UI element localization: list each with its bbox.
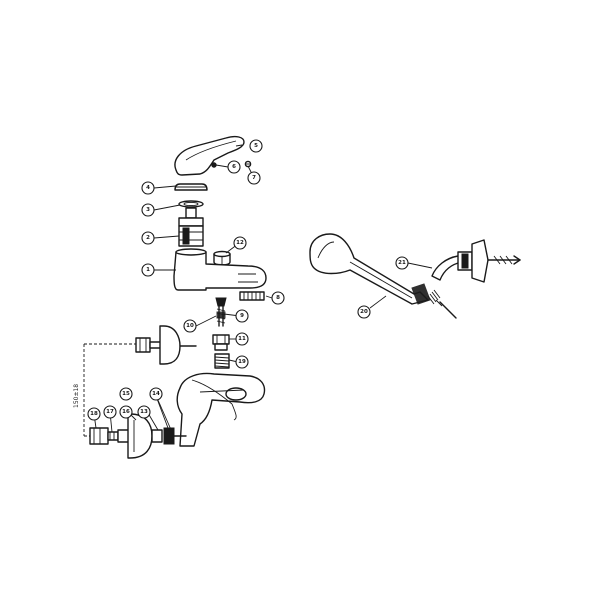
hand-shower: [309, 233, 431, 305]
svg-text:11: 11: [238, 336, 246, 342]
svg-text:12: 12: [236, 240, 244, 246]
cartridge: [178, 207, 204, 247]
callout-3: 3: [141, 203, 155, 217]
svg-text:7: 7: [252, 175, 256, 181]
svg-text:8: 8: [276, 295, 280, 301]
leader-lines-right: [369, 262, 433, 309]
svg-text:1: 1: [146, 267, 150, 273]
mixer-body: [173, 248, 267, 291]
bath-mixer-body: [176, 372, 266, 447]
callout-18: 18: [87, 407, 101, 421]
callout-14: 14: [149, 387, 163, 401]
svg-text:5: 5: [254, 143, 258, 149]
upper-connector: [135, 325, 197, 365]
svg-text:6: 6: [232, 164, 236, 170]
outlet-filter: [239, 291, 265, 301]
leader-lines: [93, 144, 273, 433]
dome-cover: [174, 183, 208, 191]
threaded-rod: [214, 353, 230, 369]
callout-4: 4: [141, 181, 155, 195]
callout-16: 16: [119, 405, 133, 419]
wall-holder: [431, 239, 521, 283]
handle-screw: [211, 162, 217, 168]
callout-11: 11: [235, 332, 249, 346]
retaining-ring: [178, 200, 204, 208]
callout-9: 9: [235, 309, 249, 323]
lower-connector-assembly: [89, 413, 187, 459]
callout-13: 13: [137, 405, 151, 419]
callout-12: 12: [233, 236, 247, 250]
aerator-cap: [213, 250, 231, 266]
callout-6: 6: [227, 160, 241, 174]
screw-cap: [244, 160, 252, 168]
fixing-nut: [212, 334, 230, 351]
svg-text:14: 14: [152, 391, 160, 397]
callout-8: 8: [271, 291, 285, 305]
svg-text:10: 10: [186, 323, 194, 329]
callout-10: 10: [183, 319, 197, 333]
callout-21: 21: [395, 256, 409, 270]
fixing-bolt: [215, 297, 227, 327]
svg-text:2: 2: [146, 235, 150, 241]
svg-text:17: 17: [106, 409, 114, 415]
callout-5: 5: [249, 139, 263, 153]
callout-19: 19: [235, 355, 249, 369]
callout-7: 7: [247, 171, 261, 185]
svg-text:21: 21: [398, 260, 406, 266]
callout-2: 2: [141, 231, 155, 245]
svg-text:18: 18: [90, 411, 98, 417]
callout-15: 15: [119, 387, 133, 401]
svg-text:9: 9: [240, 313, 244, 319]
callout-20: 20: [357, 305, 371, 319]
svg-text:3: 3: [146, 207, 150, 213]
lever-handle: [174, 135, 245, 176]
svg-text:15: 15: [122, 391, 130, 397]
svg-text:4: 4: [146, 185, 150, 191]
svg-text:13: 13: [140, 409, 148, 415]
callout-1: 1: [141, 263, 155, 277]
svg-text:16: 16: [122, 409, 130, 415]
callout-17: 17: [103, 405, 117, 419]
svg-text:19: 19: [238, 359, 246, 365]
dimension-label: 150±18: [73, 384, 80, 408]
shower-hose: [427, 289, 457, 319]
svg-text:20: 20: [360, 309, 368, 315]
